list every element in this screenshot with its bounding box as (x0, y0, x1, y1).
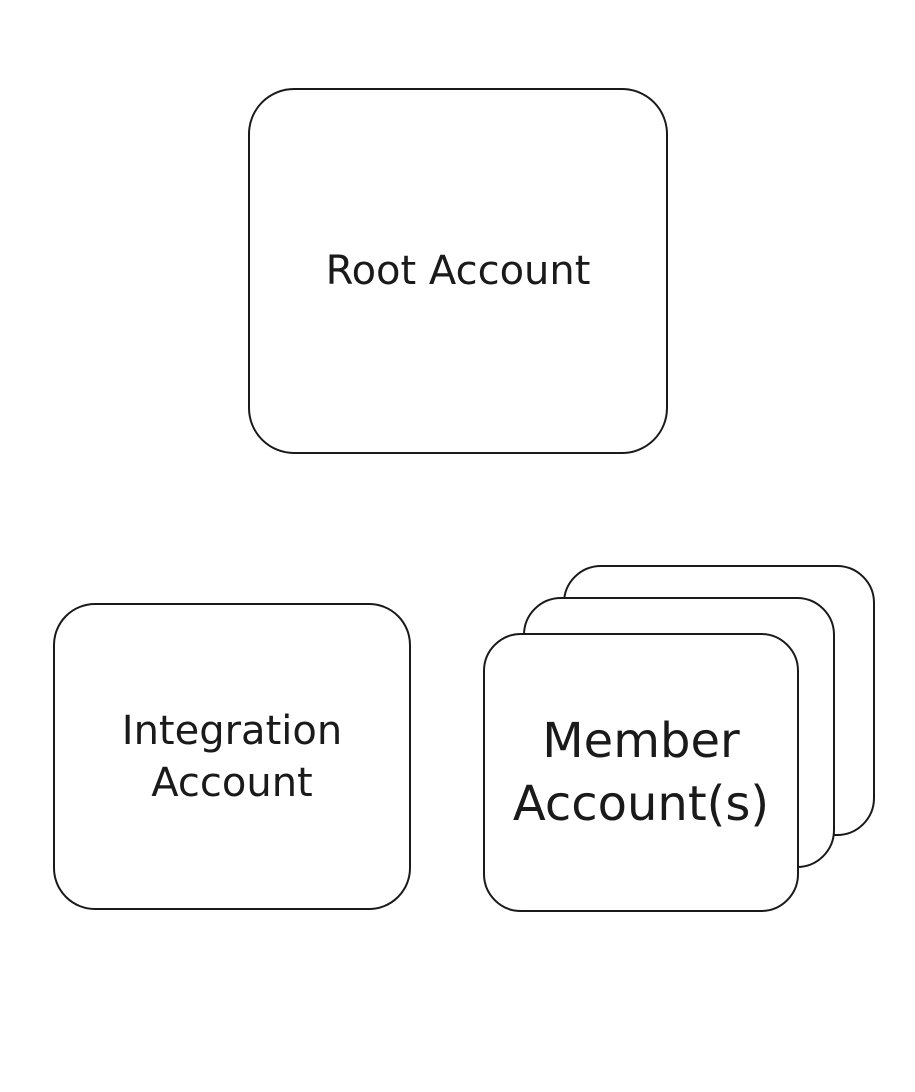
member-account-card-front[interactable]: Member Account(s) (483, 633, 799, 912)
node-root-account[interactable]: Root Account (248, 88, 668, 454)
node-root-account-label: Root Account (325, 248, 591, 294)
node-integration-account[interactable]: Integration Account (53, 603, 411, 910)
node-member-accounts[interactable]: Member Account(s) (483, 565, 875, 912)
node-member-accounts-label: Member Account(s) (512, 713, 770, 832)
node-integration-account-label: Integration Account (121, 707, 343, 806)
